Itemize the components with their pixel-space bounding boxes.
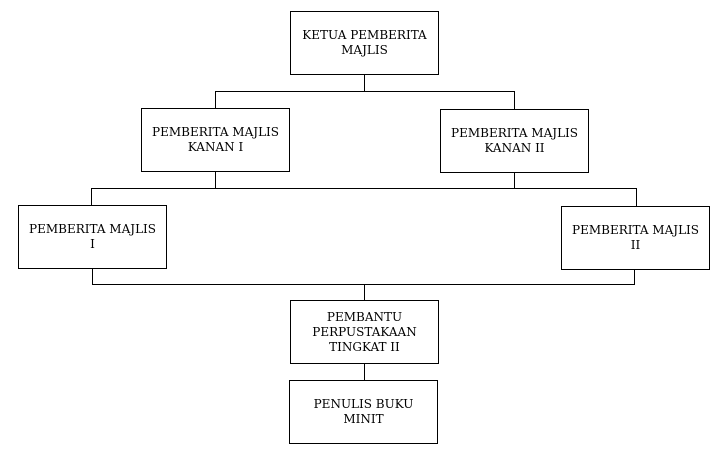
connector-kanan-1-up [215, 91, 216, 108]
connector-level2-bar [91, 188, 637, 189]
connector-kanan-2-down [514, 172, 515, 188]
connector-level3-bar [92, 284, 635, 285]
node-pemberita-majlis-kanan-2: PEMBERITA MAJLIS KANAN II [440, 109, 589, 173]
connector-majlis-2-down [634, 269, 635, 285]
node-pembantu-perpustakaan: PEMBANTU PERPUSTAKAAN TINGKAT II [290, 300, 439, 364]
connector-majlis-2-up [636, 188, 637, 206]
node-pemberita-majlis-kanan-1: PEMBERITA MAJLIS KANAN I [141, 108, 290, 172]
node-pemberita-majlis-2: PEMBERITA MAJLIS II [561, 206, 710, 270]
connector-majlis-1-up [91, 188, 92, 205]
connector-ketua-down [364, 74, 365, 91]
connector-kanan-2-up [514, 91, 515, 109]
node-penulis-buku-minit: PENULIS BUKU MINIT [289, 380, 438, 444]
connector-kanan-1-down [215, 171, 216, 188]
node-pemberita-majlis-1: PEMBERITA MAJLIS I [18, 205, 167, 269]
connector-majlis-1-down [92, 268, 93, 285]
connector-pembantu-up [364, 284, 365, 301]
node-ketua-pemberita-majlis: KETUA PEMBERITA MAJLIS [290, 11, 439, 75]
connector-level1-bar [215, 91, 515, 92]
connector-pembantu-down [364, 363, 365, 381]
